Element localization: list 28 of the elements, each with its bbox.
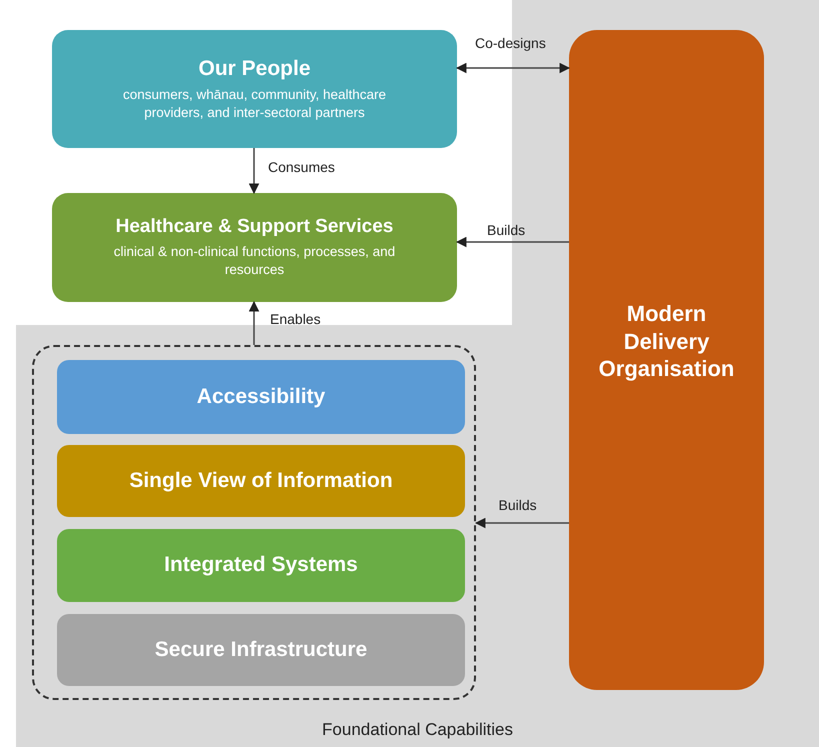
box-title: Modern Delivery Organisation xyxy=(598,300,736,383)
arrow xyxy=(474,518,569,528)
service-box xyxy=(52,30,457,148)
box-title: Healthcare & Support Services xyxy=(116,215,394,240)
edge-label: Builds xyxy=(498,497,537,513)
capability-layer xyxy=(57,445,465,517)
service-box xyxy=(52,193,457,302)
arrow xyxy=(248,300,260,345)
edge-label: Builds xyxy=(487,222,526,238)
arrow xyxy=(456,236,569,248)
box-description: clinical & non-clinical functions, processes, and resources xyxy=(112,243,396,280)
region-label: Foundational Capabilities xyxy=(321,720,514,740)
box-description: consumers, whānau, community, healthcare providers, and inter-sectoral partners xyxy=(122,86,388,122)
layer-title: Secure Infrastructure xyxy=(154,636,368,663)
layer-title: Integrated Systems xyxy=(164,552,358,578)
edge-label: Consumes xyxy=(268,158,335,174)
capability-layer xyxy=(57,360,465,434)
box-title: Our People xyxy=(198,56,311,82)
capability-layer xyxy=(57,529,465,602)
layer-title: Accessibility xyxy=(196,384,326,410)
arrow xyxy=(248,148,260,194)
arrow xyxy=(456,62,570,74)
capability-layer xyxy=(57,614,465,686)
organisation-box xyxy=(569,30,764,690)
edge-label: Enables xyxy=(270,310,321,326)
edge-label: Co-designs xyxy=(475,35,546,51)
dashed-group xyxy=(32,345,476,700)
layer-title: Single View of Information xyxy=(129,468,393,494)
